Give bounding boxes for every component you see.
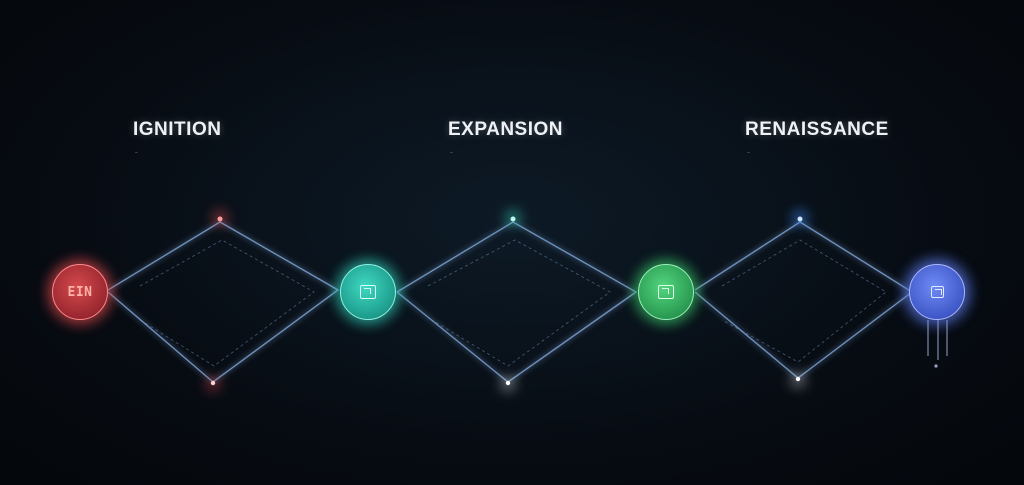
expand-box-icon [360, 285, 376, 299]
diamond-connector-3 [694, 221, 914, 379]
stage-title-ignition: IGNITION [133, 119, 222, 140]
expand-box-icon [658, 285, 674, 299]
stage-title-expansion: EXPANSION [448, 119, 564, 140]
node-renaissance [638, 264, 694, 320]
vertex-dots [205, 210, 808, 392]
node-ignition: EIN [52, 264, 108, 320]
node-halos [46, 258, 971, 326]
end-drip-lines [927, 320, 948, 368]
expand-box-icon [930, 286, 944, 298]
stage-title-renaissance: RENAISSANCE [745, 119, 889, 140]
node-expansion [340, 264, 396, 320]
stage-description-expansion: … [450, 150, 453, 155]
stage-description-ignition: … [135, 150, 138, 155]
diamond-connector-1 [107, 221, 340, 383]
stage-description-renaissance: … [747, 150, 750, 155]
diamond-connector-2 [396, 221, 638, 383]
node-ignition-label: EIN [67, 284, 93, 300]
node-end [909, 264, 965, 320]
